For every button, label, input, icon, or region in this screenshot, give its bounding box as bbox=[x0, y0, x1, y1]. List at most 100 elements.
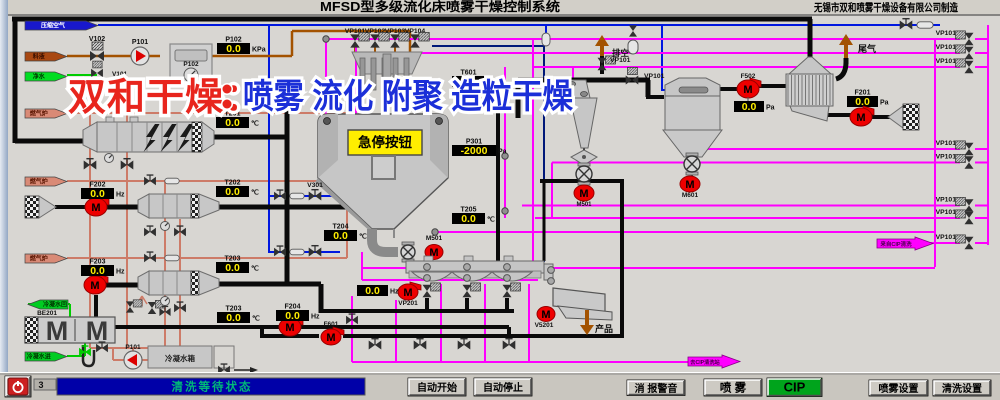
svg-text:V101: V101 bbox=[112, 71, 128, 78]
svg-text:Pa: Pa bbox=[498, 149, 507, 156]
svg-text:M501: M501 bbox=[426, 235, 443, 242]
svg-text:Hz: Hz bbox=[116, 192, 125, 199]
svg-text:0.0: 0.0 bbox=[226, 43, 241, 55]
svg-text:3: 3 bbox=[38, 380, 43, 390]
svg-text:F202: F202 bbox=[90, 182, 106, 189]
svg-text:M501: M501 bbox=[576, 202, 592, 208]
svg-text:自动停止: 自动停止 bbox=[483, 381, 523, 394]
svg-text:燃气炉: 燃气炉 bbox=[30, 255, 48, 263]
svg-text:F601: F601 bbox=[324, 321, 339, 328]
svg-text:喷雾 流化 附聚 造粒干燥: 喷雾 流化 附聚 造粒干燥 bbox=[243, 78, 574, 116]
svg-text:VP201: VP201 bbox=[398, 300, 418, 307]
svg-text:BE201: BE201 bbox=[37, 310, 57, 317]
svg-text:0.0: 0.0 bbox=[461, 213, 476, 225]
svg-text:VP102: VP102 bbox=[365, 28, 386, 35]
svg-text:F203: F203 bbox=[90, 259, 106, 266]
svg-text:Pa: Pa bbox=[880, 100, 889, 107]
svg-text:VP101: VP101 bbox=[345, 28, 366, 35]
svg-text:M: M bbox=[326, 332, 335, 344]
svg-text:VP101: VP101 bbox=[644, 73, 665, 80]
svg-text:产品: 产品 bbox=[595, 323, 613, 334]
svg-text:M: M bbox=[579, 188, 588, 200]
svg-text:℃: ℃ bbox=[252, 315, 260, 323]
svg-text:压缩空气: 压缩空气 bbox=[41, 22, 65, 30]
svg-text:冷凝水箱: 冷凝水箱 bbox=[165, 353, 195, 363]
svg-text:无锡市双和喷雾干燥设备有限公司制造: 无锡市双和喷雾干燥设备有限公司制造 bbox=[813, 1, 958, 14]
svg-text:清洗设置: 清洗设置 bbox=[942, 382, 982, 395]
svg-text:℃: ℃ bbox=[251, 265, 259, 273]
svg-text:M: M bbox=[541, 309, 550, 321]
svg-text:MFSD型多级流化床喷雾干燥控制系统: MFSD型多级流化床喷雾干燥控制系统 bbox=[320, 0, 561, 14]
svg-text:M: M bbox=[285, 322, 294, 334]
svg-text:Hz: Hz bbox=[390, 289, 399, 296]
svg-text:℃: ℃ bbox=[359, 233, 367, 241]
svg-text:CIP: CIP bbox=[784, 379, 806, 394]
svg-text:0.0: 0.0 bbox=[365, 285, 380, 297]
svg-text:Hz: Hz bbox=[116, 269, 125, 276]
svg-text:℃: ℃ bbox=[487, 216, 495, 224]
svg-text:T204: T204 bbox=[333, 224, 349, 231]
svg-text:0.0: 0.0 bbox=[90, 188, 105, 200]
svg-text:VP101: VP101 bbox=[936, 234, 957, 241]
svg-text:燃气炉: 燃气炉 bbox=[30, 178, 48, 186]
svg-text:T202: T202 bbox=[225, 180, 241, 187]
svg-text:T201: T201 bbox=[225, 111, 241, 118]
svg-text:VP101: VP101 bbox=[936, 58, 957, 65]
svg-text:喷 雾: 喷 雾 bbox=[720, 381, 747, 395]
svg-text:喷雾设置: 喷雾设置 bbox=[879, 382, 919, 395]
svg-text:M: M bbox=[86, 316, 109, 346]
svg-text:VP101: VP101 bbox=[936, 30, 957, 37]
svg-text:M: M bbox=[403, 287, 412, 299]
svg-text:P301: P301 bbox=[466, 139, 482, 146]
svg-text:VP103: VP103 bbox=[385, 28, 406, 35]
svg-text:M601: M601 bbox=[682, 192, 699, 199]
svg-text:料液: 料液 bbox=[33, 53, 46, 61]
svg-text:M: M bbox=[685, 179, 694, 191]
svg-text:M: M bbox=[429, 247, 438, 259]
svg-text:M: M bbox=[91, 202, 100, 214]
svg-text:T601: T601 bbox=[461, 70, 477, 77]
svg-text:冷凝水进: 冷凝水进 bbox=[27, 353, 51, 361]
svg-text:M: M bbox=[46, 316, 69, 346]
svg-text:Hz: Hz bbox=[311, 314, 320, 321]
svg-text:VP101: VP101 bbox=[936, 209, 957, 216]
svg-text:0.0: 0.0 bbox=[742, 101, 757, 113]
svg-text:清洗等待状态: 清洗等待状态 bbox=[172, 380, 253, 394]
svg-text:F502: F502 bbox=[741, 73, 756, 80]
svg-text:V301: V301 bbox=[307, 182, 323, 189]
svg-text:0.0: 0.0 bbox=[333, 230, 348, 242]
svg-text:0.0: 0.0 bbox=[225, 186, 240, 198]
svg-text:0.0: 0.0 bbox=[285, 310, 300, 322]
svg-text:排空: 排空 bbox=[612, 48, 630, 58]
svg-text:0.0: 0.0 bbox=[225, 262, 240, 274]
svg-text:P102: P102 bbox=[225, 37, 241, 44]
svg-text:P101: P101 bbox=[132, 39, 148, 46]
svg-text:燃气炉: 燃气炉 bbox=[30, 110, 48, 118]
svg-text:双和干燥：: 双和干燥： bbox=[68, 77, 263, 119]
svg-text:自动开始: 自动开始 bbox=[417, 381, 457, 394]
svg-text:VP104: VP104 bbox=[405, 28, 426, 35]
svg-text:T203: T203 bbox=[225, 256, 241, 263]
svg-text:尾气: 尾气 bbox=[857, 43, 876, 54]
svg-text:Pa: Pa bbox=[766, 105, 775, 112]
svg-text:P101: P101 bbox=[125, 344, 141, 351]
svg-text:0.0: 0.0 bbox=[855, 96, 870, 108]
svg-text:KPa: KPa bbox=[252, 47, 266, 54]
svg-text:T205: T205 bbox=[461, 207, 477, 214]
svg-text:冷凝水回: 冷凝水回 bbox=[43, 301, 67, 309]
svg-text:0.0: 0.0 bbox=[226, 312, 241, 324]
svg-text:P102: P102 bbox=[183, 61, 199, 68]
svg-text:VP101: VP101 bbox=[936, 154, 957, 161]
svg-text:V5201: V5201 bbox=[535, 322, 554, 329]
svg-text:净水: 净水 bbox=[33, 73, 46, 81]
svg-text:M: M bbox=[743, 84, 752, 96]
svg-text:VP101: VP101 bbox=[936, 197, 957, 204]
svg-text:VP101: VP101 bbox=[610, 57, 631, 64]
svg-text:V102: V102 bbox=[89, 36, 105, 43]
svg-text:急停按钮: 急停按钮 bbox=[358, 134, 412, 150]
svg-text:℃: ℃ bbox=[487, 79, 495, 87]
svg-text:M: M bbox=[90, 280, 99, 292]
svg-text:T203: T203 bbox=[226, 306, 242, 313]
svg-text:VP101: VP101 bbox=[936, 44, 957, 51]
svg-text:℃: ℃ bbox=[251, 120, 259, 128]
